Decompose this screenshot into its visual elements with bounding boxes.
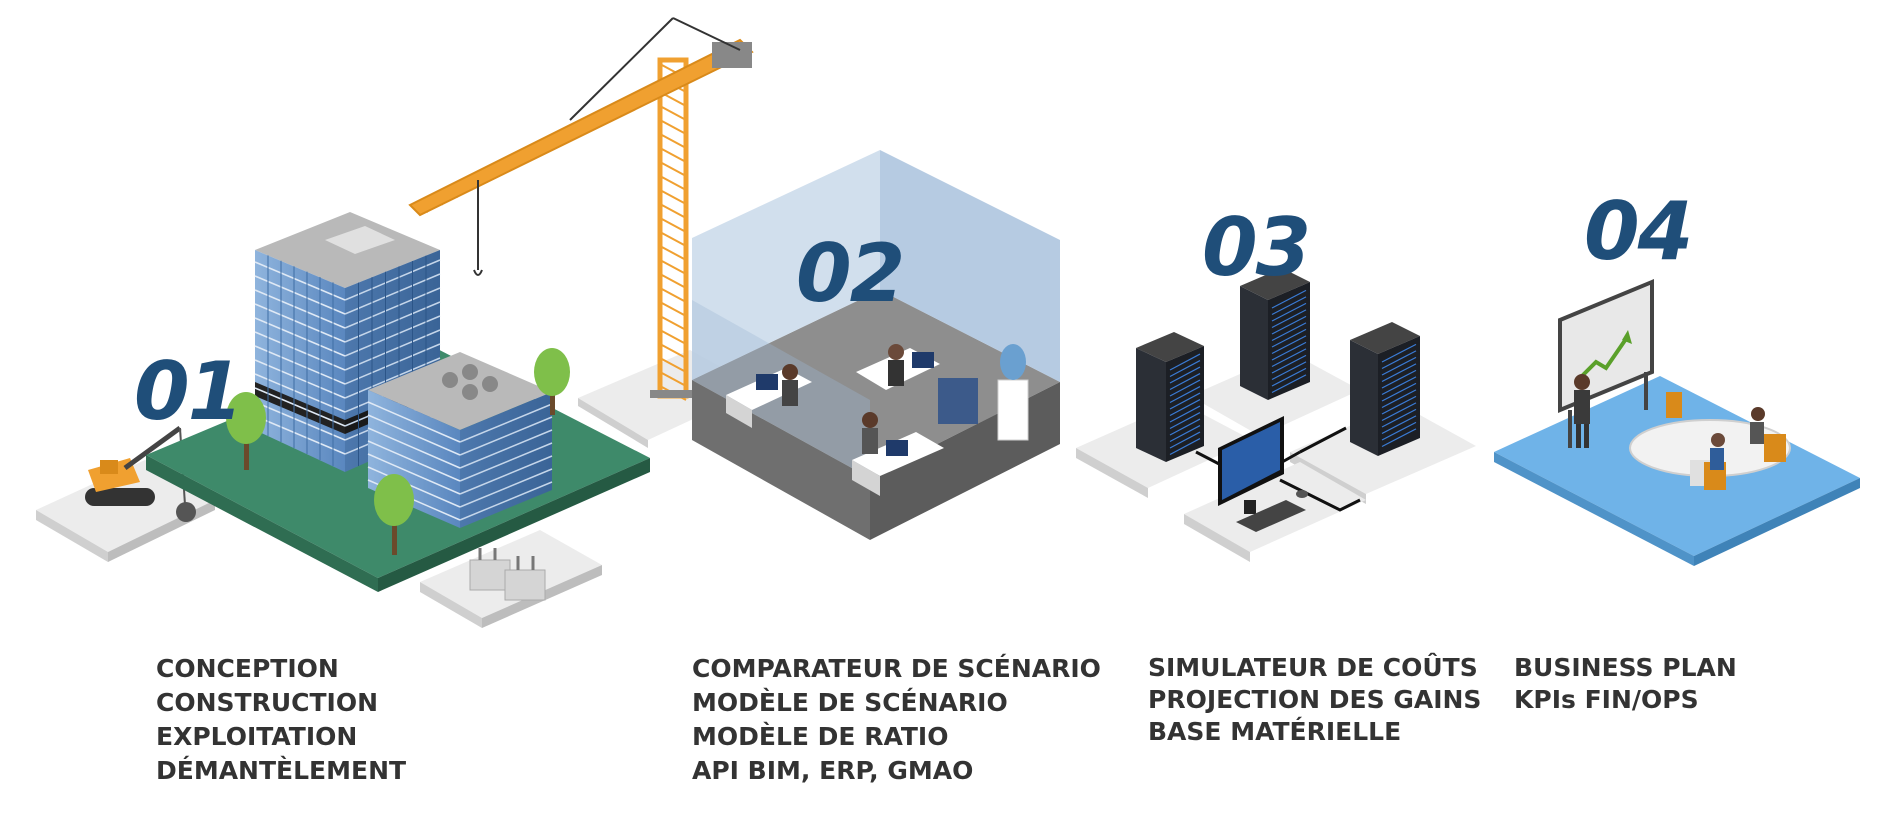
list-item: COMPARATEUR DE SCÉNARIO <box>692 654 1101 683</box>
tree-icon <box>534 348 570 415</box>
building-windows <box>254 255 441 466</box>
step2-list: COMPARATEUR DE SCÉNARIO MODÈLE DE SCÉNAR… <box>692 652 1101 788</box>
list-item: EXPLOITATION <box>156 722 358 751</box>
list-item: DÉMANTÈLEMENT <box>156 756 407 785</box>
excavator-icon <box>36 425 215 562</box>
server-rack-icon <box>1136 332 1204 462</box>
step4-illustration <box>1494 279 1860 566</box>
transformer-icon <box>420 530 602 628</box>
list-item: API BIM, ERP, GMAO <box>692 756 974 785</box>
server-rack-icon <box>1350 322 1420 456</box>
crane-icon <box>408 17 754 401</box>
tree-icon <box>374 474 414 555</box>
step-number-02: 02 <box>796 227 905 320</box>
meeting-table-icon <box>1629 392 1791 490</box>
step-number-01: 01 <box>134 345 243 438</box>
monitor-icon <box>1218 416 1308 532</box>
list-item: KPIs FIN/OPS <box>1514 685 1699 714</box>
step-number-03: 03 <box>1202 201 1311 294</box>
list-item: SIMULATEUR DE COÛTS <box>1148 653 1478 682</box>
step1-list: CONCEPTION CONSTRUCTION EXPLOITATION DÉM… <box>156 652 406 788</box>
tree-icon <box>226 392 266 470</box>
step-number-04: 04 <box>1584 185 1693 278</box>
list-item: MODÈLE DE RATIO <box>692 722 949 751</box>
step4-list: BUSINESS PLAN KPIs FIN/OPS <box>1514 652 1737 716</box>
list-item: BASE MATÉRIELLE <box>1148 717 1402 746</box>
list-item: MODÈLE DE SCÉNARIO <box>692 688 1008 717</box>
step1-illustration <box>36 17 760 628</box>
step3-list: SIMULATEUR DE COÛTS PROJECTION DES GAINS… <box>1148 652 1481 748</box>
step3-illustration <box>1076 268 1476 562</box>
list-item: BUSINESS PLAN <box>1514 653 1737 682</box>
list-item: CONCEPTION <box>156 654 339 683</box>
list-item: CONSTRUCTION <box>156 688 379 717</box>
office-icon <box>692 150 1060 540</box>
list-item: PROJECTION DES GAINS <box>1148 685 1482 714</box>
